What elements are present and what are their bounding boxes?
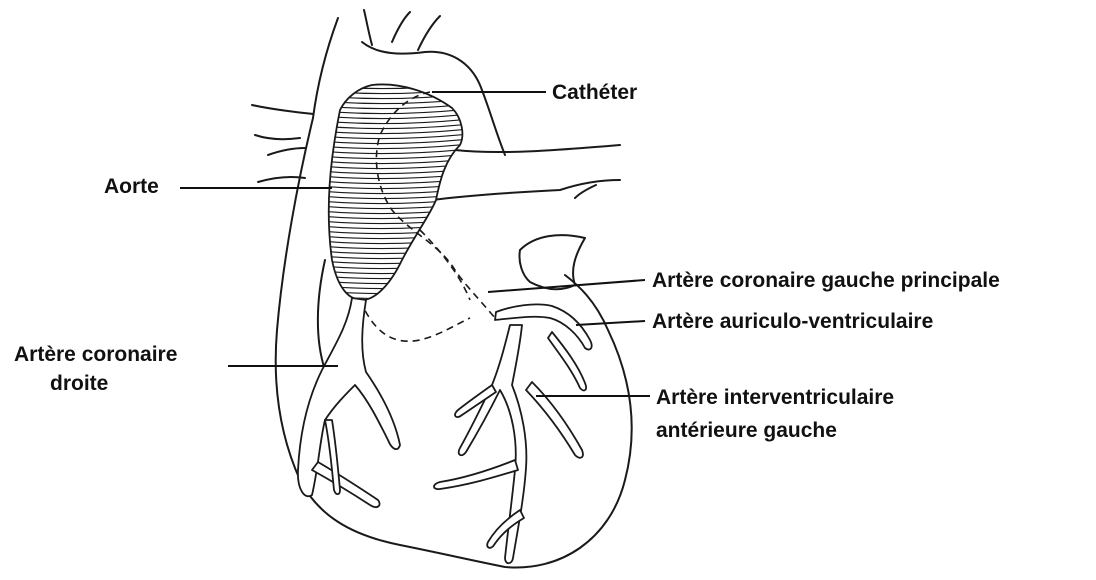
- aorta-hatch-line: [320, 294, 470, 299]
- label-lad-line1: Artère interventriculaire: [656, 383, 894, 412]
- left-coronary-artery: [434, 304, 592, 563]
- right-atrium-outline: [318, 260, 325, 370]
- pulmonary-vein-upper: [252, 105, 313, 114]
- brachiocephalic-trunk: [364, 10, 440, 50]
- label-left-main-coronary: Artère coronaire gauche principale: [652, 266, 1000, 295]
- vena-cava-outline: [313, 18, 338, 118]
- leader-left-main: [488, 280, 645, 292]
- left-atrial-appendage: [519, 235, 585, 289]
- rca-segment: [298, 298, 400, 496]
- pulmonary-vein-mid: [255, 135, 305, 155]
- right-coronary-artery: [298, 298, 400, 507]
- leader-av-artery: [576, 321, 645, 325]
- label-right-coronary-line2: droite: [50, 369, 108, 398]
- label-lad-line2: antérieure gauche: [656, 416, 837, 445]
- lca-segment: [526, 382, 583, 458]
- label-av-artery: Artère auriculo-ventriculaire: [652, 307, 933, 336]
- lca-segment: [434, 460, 518, 489]
- rca-segment: [312, 462, 380, 507]
- label-aorta: Aorte: [104, 172, 159, 201]
- label-catheter: Cathéter: [552, 78, 637, 107]
- pulmonary-artery-outline: [432, 145, 620, 200]
- rca-segment: [325, 420, 340, 494]
- lca-segment: [459, 325, 527, 563]
- label-right-coronary-line1: Artère coronaire: [14, 340, 177, 369]
